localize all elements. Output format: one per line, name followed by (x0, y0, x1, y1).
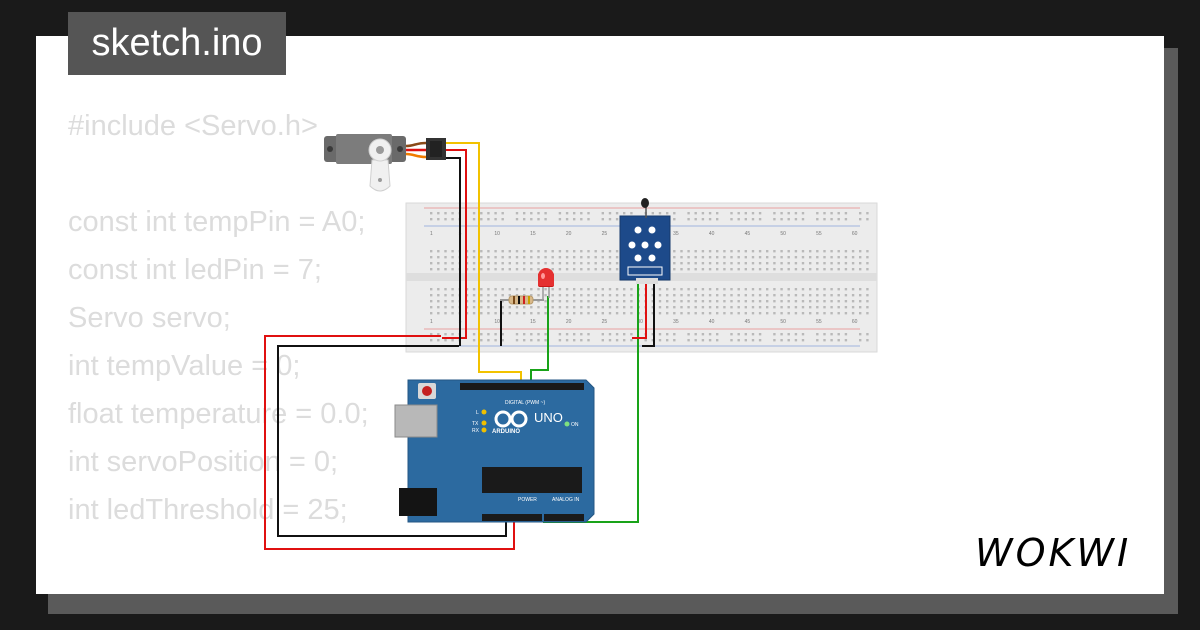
arduino-uno-board: UNO ARDUINO DIGITAL (PWM ~) ANALOG IN PO… (394, 379, 595, 523)
code-line: Servo servo; (68, 302, 231, 334)
sketch-title: sketch.ino (68, 12, 286, 75)
breadboard-column-number: 55 (816, 231, 822, 237)
digital-header (460, 383, 584, 390)
wire-led-signal-green (530, 296, 549, 382)
breadboard-column-number: 20 (566, 231, 572, 237)
reset-button (422, 386, 432, 396)
temperature-sensor-module (619, 198, 671, 284)
code-line: int tempValue = 0; (68, 350, 301, 382)
wire-servo-signal-yellow (446, 142, 522, 382)
breadboard-column-number: 1 (430, 319, 433, 325)
power-header (482, 514, 542, 521)
breadboard-column-number: 20 (566, 319, 572, 325)
breadboard-column-number: 25 (602, 319, 608, 325)
breadboard-column-number: 60 (852, 231, 858, 237)
analog-header (544, 514, 584, 521)
breadboard-column-number: 55 (816, 319, 822, 325)
board-maker-label: ARDUINO (492, 429, 520, 435)
wire-sensor-ground-black (642, 283, 655, 347)
code-line: void setup() { (68, 582, 369, 594)
code-background: #include <Servo.h> const int tempPin = A… (68, 102, 369, 594)
breadboard-column-number: 15 (530, 231, 536, 237)
wire-sensor-power-red (632, 283, 647, 339)
resistor (500, 295, 544, 305)
breadboard-column-number: 10 (494, 319, 500, 325)
wire-servo-power-red (442, 149, 467, 339)
breadboard-column-number: 45 (745, 319, 751, 325)
breadboard-column-number: 35 (673, 231, 679, 237)
code-line: int ledThreshold = 25; (68, 494, 348, 526)
arduino-infinity-logo (494, 410, 528, 428)
code-line: float temperature = 0.0; (68, 398, 369, 430)
rx-led-label: RX (472, 428, 480, 434)
board-model-label: UNO (534, 410, 563, 425)
power-pins-label: POWER (518, 497, 537, 503)
wokwi-logo: WOKWI (975, 531, 1131, 575)
breadboard-column-numbers: 1155101015152020252530303535404045455050… (430, 231, 858, 325)
breadboard-column-number: 25 (602, 231, 608, 237)
breadboard-column-number: 10 (494, 231, 500, 237)
on-led-label: ON (571, 422, 579, 428)
wire-ground-black (277, 345, 507, 537)
analog-pins-label: ANALOG IN (552, 497, 580, 503)
servo-motor (324, 134, 446, 192)
wire-servo-ground-black (446, 157, 461, 346)
usb-port (394, 404, 438, 438)
power-jack (399, 488, 437, 516)
breadboard-column-number: 40 (709, 319, 715, 325)
wire-power-red (264, 335, 515, 550)
breadboard-column-number: 15 (530, 319, 536, 325)
breadboard-column-number: 40 (709, 231, 715, 237)
breadboard-column-number: 45 (745, 231, 751, 237)
microcontroller-chip (482, 467, 582, 493)
breadboard-column-number: 60 (852, 319, 858, 325)
code-line: const int tempPin = A0; (68, 206, 366, 238)
digital-pins-label: DIGITAL (PWM ~) (505, 400, 545, 406)
tx-led-label: TX (472, 421, 479, 427)
code-line: #include <Servo.h> (68, 110, 318, 142)
breadboard-column-number: 35 (673, 319, 679, 325)
breadboard-column-number: 50 (780, 231, 786, 237)
code-line: const int ledPin = 7; (68, 254, 322, 286)
l-led-label: L (476, 410, 479, 416)
wokwi-logo-text: WOKWI (975, 531, 1131, 575)
breadboard-column-number: 30 (637, 319, 643, 325)
red-led (538, 268, 554, 300)
breadboard-column-number: 1 (430, 231, 433, 237)
code-line: int servoPosition = 0; (68, 446, 339, 478)
breadboard-column-number: 50 (780, 319, 786, 325)
